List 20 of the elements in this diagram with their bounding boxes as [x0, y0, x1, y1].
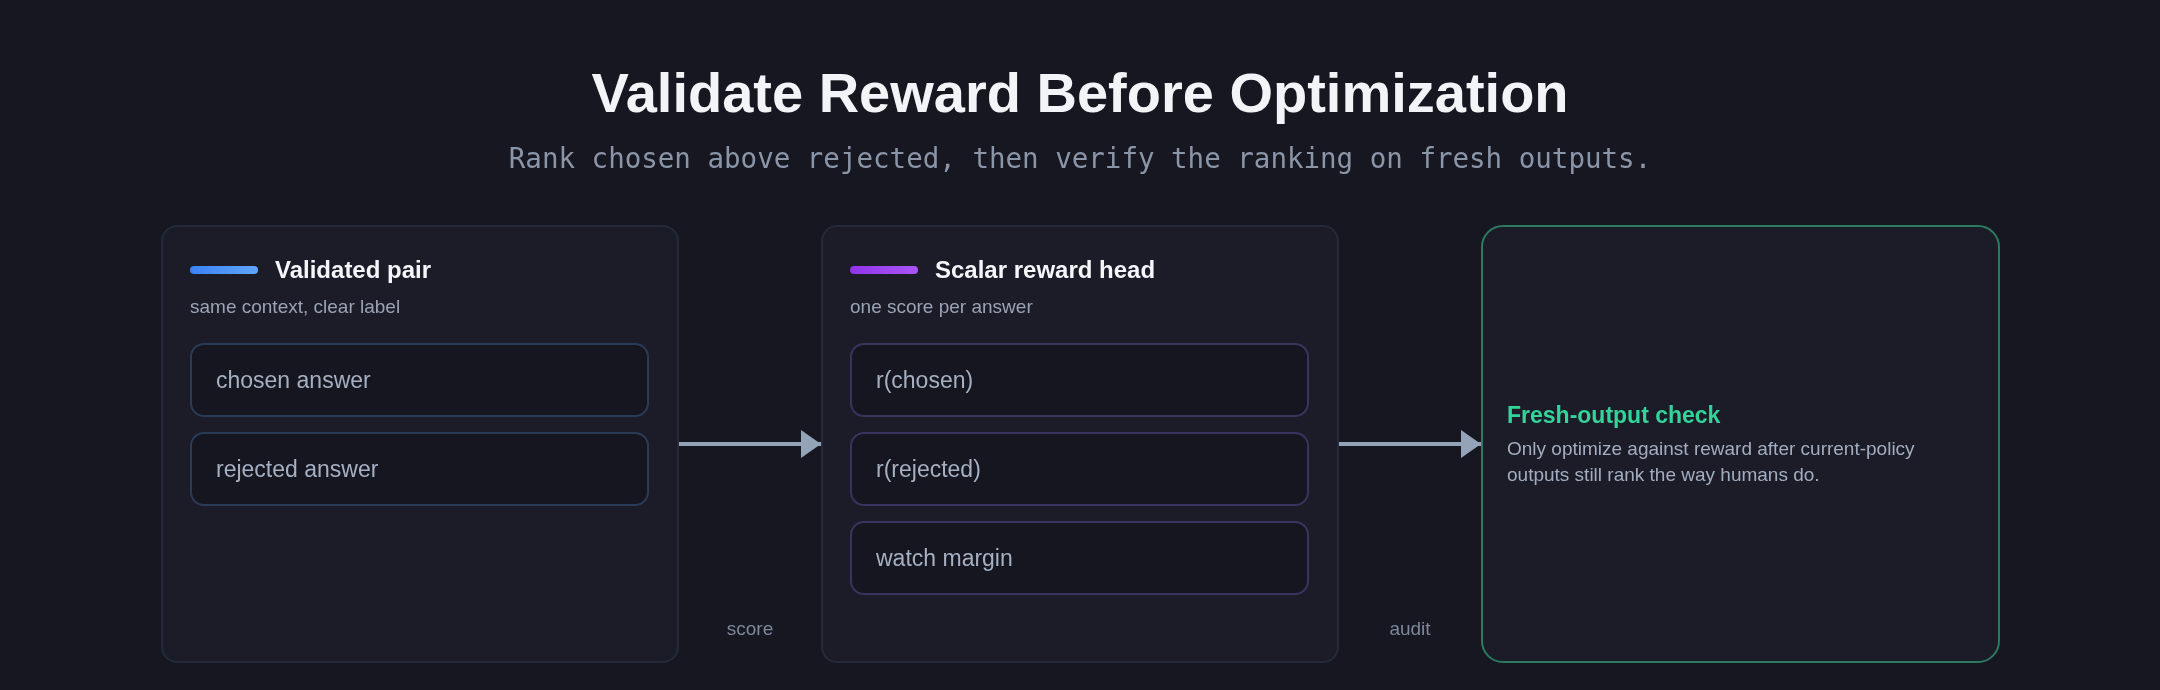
panel-subtitle: same context, clear label [190, 295, 402, 319]
answer-card: watch margin [850, 521, 1309, 595]
diagram-subtitle: Rank chosen above rejected, then verify the ranking on fresh outputs. [508, 141, 1652, 176]
stage-panel [821, 225, 1339, 663]
stage-label: audit [1389, 617, 1431, 641]
panel-heading: Validated pair [275, 255, 432, 285]
answer-card: r(chosen) [850, 343, 1309, 417]
answer-card: chosen answer [190, 343, 649, 417]
panel-heading: Scalar reward head [935, 255, 1156, 285]
panel-subtitle: one score per answer [850, 295, 1034, 319]
panel-heading: Fresh-output check [1507, 401, 1722, 430]
diagram-title: Validate Reward Before Optimization [591, 60, 1569, 126]
arrow [1339, 430, 1481, 458]
arrow [679, 430, 821, 458]
answer-card: r(rejected) [850, 432, 1309, 506]
answer-card: rejected answer [190, 432, 649, 506]
stage-panel [1481, 225, 2000, 663]
stage-panel [161, 225, 679, 663]
stage-label: score [726, 617, 774, 641]
panel-description: Only optimize against reward after current-policy outputs still rank the way humans do. [1507, 437, 1916, 487]
